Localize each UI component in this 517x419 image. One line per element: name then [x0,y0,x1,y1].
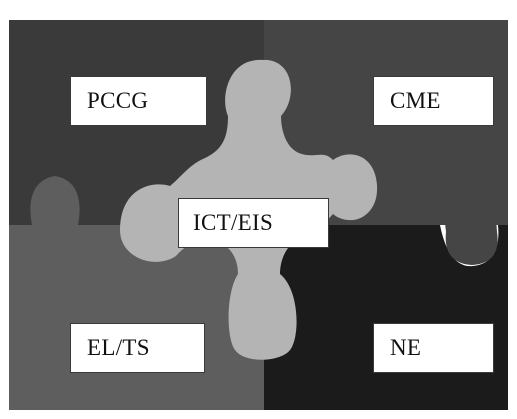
label-el-ts: EL/TS [70,323,205,373]
label-ne: NE [373,323,494,373]
piece-top-right-tab [443,205,498,265]
label-pccg: PCCG [70,76,207,126]
label-ict-eis: ICT/EIS [178,198,329,248]
label-cme: CME [373,76,494,126]
